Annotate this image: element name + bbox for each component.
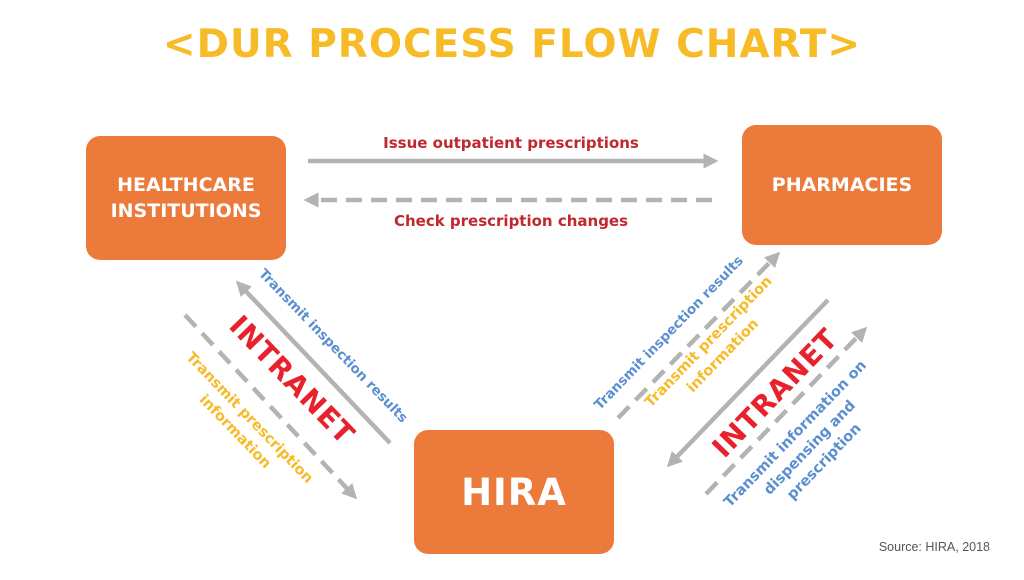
node-healthcare-institutions: HEALTHCARE INSTITUTIONS: [86, 136, 286, 260]
label-check-changes: Check prescription changes: [393, 212, 629, 230]
node-pharmacies: PHARMACIES: [742, 125, 942, 245]
arrow-healthcare-to-hira: [183, 313, 358, 500]
arrow-pharmacies-to-hira: [666, 298, 830, 468]
source-caption: Source: HIRA, 2018: [878, 540, 990, 554]
node-hira: HIRA: [414, 430, 614, 554]
arrow-hira-to-pharmacies-dispensing: [704, 326, 868, 496]
arrow-hira-to-pharmacies: [616, 251, 781, 420]
arrow-hira-to-healthcare: [235, 280, 392, 445]
page-title: <DUR PROCESS FLOW CHART>: [162, 22, 862, 67]
label-issue-prescriptions: Issue outpatient prescriptions: [383, 134, 639, 152]
